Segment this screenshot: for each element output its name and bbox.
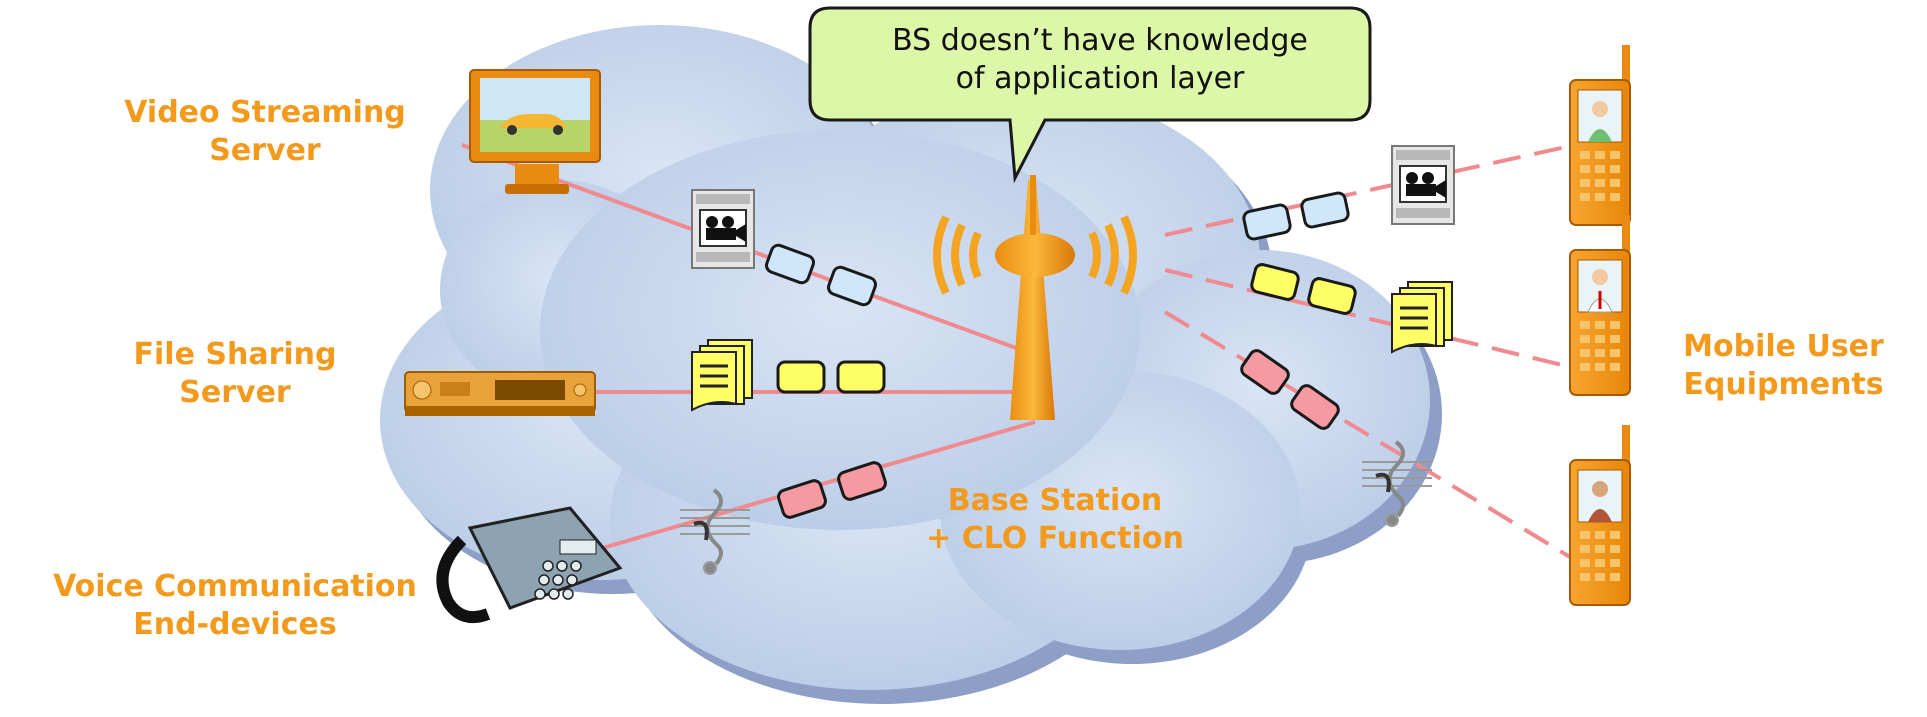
video-packet: [1300, 191, 1350, 229]
video-server-label: Video Streaming Server: [124, 95, 406, 168]
mobile-phone-icon: [1569, 425, 1631, 606]
wireless-link-mid: [1164, 268, 1576, 370]
voice-packet: [1240, 349, 1290, 395]
file-packet: [836, 360, 886, 394]
mobile-phone-icon: [1569, 45, 1631, 226]
file-server-label: File Sharing Server: [133, 337, 337, 410]
video-film-icon: [691, 189, 755, 269]
wireless-links: [1163, 143, 1577, 562]
mobile-phone-icon: [1569, 215, 1631, 396]
music-notes-icon: [1362, 440, 1432, 527]
mobile-equipment-label: Mobile User Equipments: [1683, 329, 1884, 402]
tv-monitor-icon: [469, 69, 601, 194]
packets: [765, 191, 1357, 519]
voice-packet: [837, 461, 887, 501]
file-document-icon: [1391, 281, 1453, 354]
voice-devices-label: Voice Communication End-devices: [53, 569, 417, 642]
voice-packet: [1290, 384, 1340, 430]
callout-bubble: [808, 6, 1372, 184]
music-notes-icon: [680, 488, 750, 575]
video-packet: [1242, 203, 1292, 241]
video-film-icon: [1391, 145, 1455, 225]
base-station-label: Base Station + CLO Function: [926, 483, 1184, 556]
callout-line2: of application layer: [955, 61, 1245, 97]
server-box-icon: [404, 371, 596, 416]
video-packet: [827, 265, 877, 307]
file-packet: [1250, 263, 1300, 301]
telephone-icon: [436, 506, 623, 623]
base-station-tower-icon: [933, 175, 1137, 420]
wireless-link-bottom: [1163, 310, 1577, 562]
voice-packet: [777, 479, 827, 519]
video-packet: [765, 243, 815, 285]
callout-text: BS doesn’t have knowledge of application…: [830, 22, 1370, 99]
callout-line1: BS doesn’t have knowledge: [892, 23, 1308, 58]
file-document-icon: [691, 339, 753, 412]
file-packet: [1307, 277, 1357, 315]
wireless-link-top: [1164, 143, 1576, 237]
file-packet: [776, 360, 826, 394]
